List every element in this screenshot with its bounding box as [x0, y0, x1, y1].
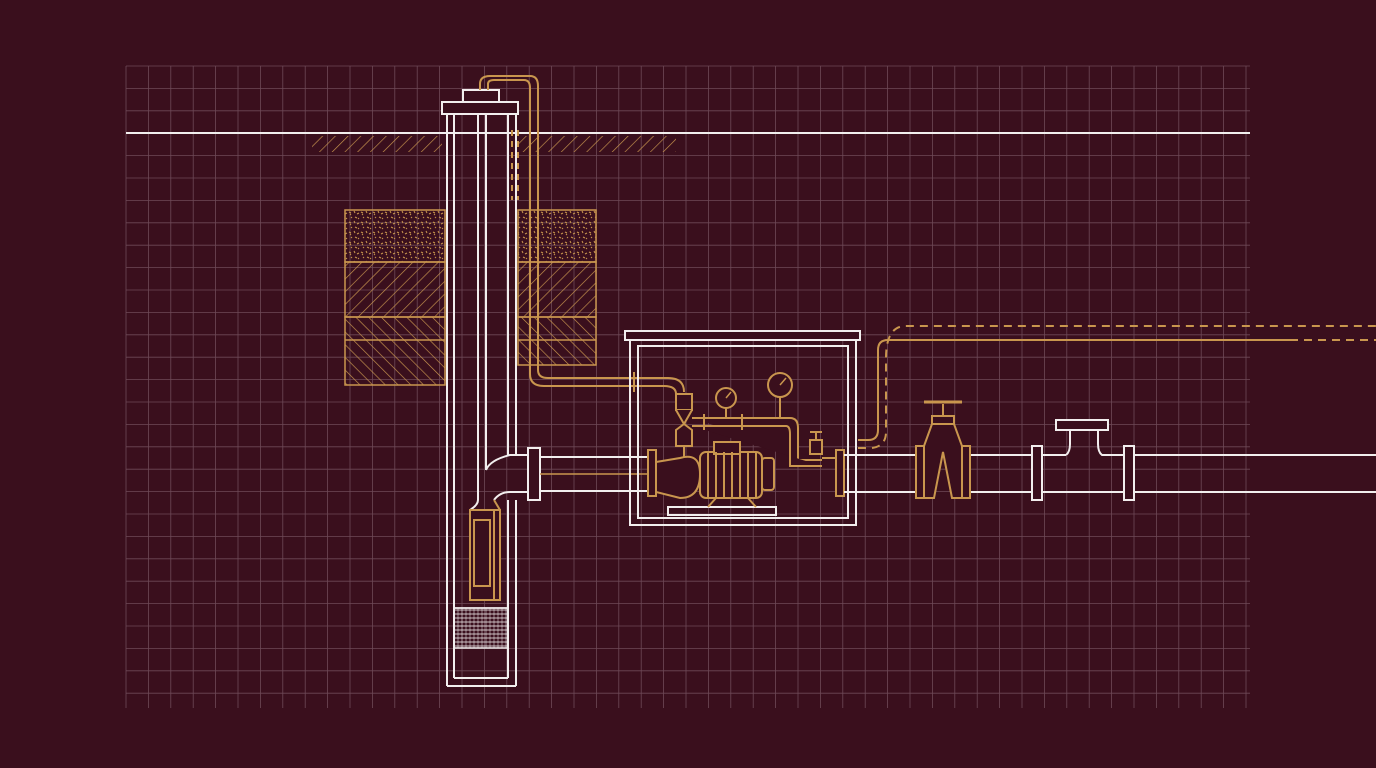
topsoil-hatch-left: [312, 136, 442, 152]
gate-valve-bonnet: [931, 415, 955, 425]
pump-base-plate: [667, 506, 777, 516]
pump-house-inner-wall: [637, 345, 849, 519]
surface-pump-assembly: [647, 372, 845, 508]
soil-strata: [344, 209, 597, 386]
electrical-conduit: [479, 75, 685, 395]
topsoil-hatch-right: [518, 136, 676, 152]
bleed-valve: [809, 439, 823, 455]
line-flange-2: [1123, 445, 1135, 501]
well-casing: [441, 89, 519, 687]
gate-valve-flange-right: [961, 445, 971, 499]
check-valve: [675, 409, 693, 427]
drop-pipe: [469, 114, 528, 511]
tee-cap: [1055, 419, 1109, 431]
well-head-flange: [441, 101, 519, 115]
pump-intake-screen: [453, 607, 509, 649]
stratum-clay-left: [344, 261, 446, 318]
pump-terminal-box: [713, 441, 741, 455]
pump-outlet-flange: [835, 449, 845, 497]
line-flange-1: [1031, 445, 1043, 501]
main-discharge-line: [844, 419, 1376, 501]
stratum-sand-left: [344, 316, 446, 386]
pump-inlet-flange: [647, 449, 657, 497]
submersible-pump: [469, 499, 501, 601]
well-cap: [462, 89, 500, 103]
discharge-flange-left: [527, 447, 541, 501]
pump-house: [624, 330, 861, 526]
supply-line: [858, 325, 1376, 449]
background-grid: [125, 65, 1250, 708]
stratum-gravel-left: [344, 209, 446, 263]
gate-valve-flange-left: [915, 445, 925, 499]
pump-house-outer-wall: [629, 339, 857, 526]
gate-valve-body: [923, 423, 963, 499]
pump-house-roof: [624, 330, 861, 341]
pump-motor-endcap: [761, 457, 775, 491]
pump-volute: [655, 455, 702, 500]
gate-valve: [915, 400, 971, 499]
tee-fitting: [1065, 429, 1124, 456]
